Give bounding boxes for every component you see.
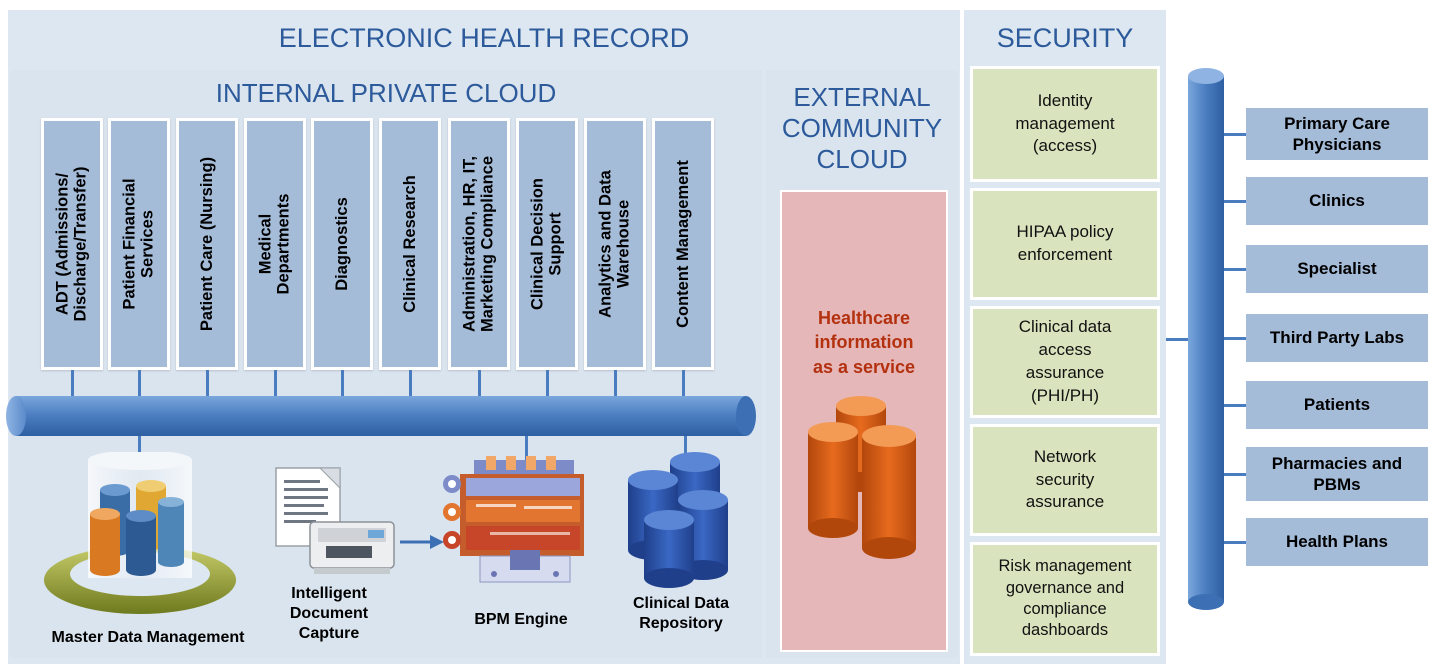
connector-tick [1224, 404, 1248, 407]
connector-tick [71, 370, 74, 400]
stakeholder-third-party-labs: Third Party Labs [1246, 314, 1428, 362]
connector-tick [1224, 133, 1248, 136]
master-data-management-icon [44, 452, 236, 614]
stakeholder-pharmacies: Pharmacies and PBMs [1246, 447, 1428, 501]
connector-tick [1224, 541, 1248, 544]
column-clinical-research: Clinical Research [379, 118, 441, 370]
connector-tick [1224, 268, 1248, 271]
stakeholder-health-plans: Health Plans [1246, 518, 1428, 566]
connector-tick [1224, 473, 1248, 476]
connector-tick [138, 370, 141, 400]
stakeholder-patients: Patients [1246, 381, 1428, 429]
connector-tick [546, 370, 549, 400]
connector-tick [478, 370, 481, 400]
connector-tick [409, 370, 412, 400]
healthcare-info-label: Healthcare information as a service [812, 308, 916, 377]
security-title: SECURITY [996, 23, 1134, 53]
column-label: Medical Departments [256, 193, 293, 295]
column-administration: Administration, HR, IT, Marketing Compli… [448, 118, 510, 370]
security-item-identity: Identity management (access) [970, 66, 1160, 182]
document-capture-icon [275, 467, 395, 574]
security-item-hipaa: HIPAA policy enforcement [970, 188, 1160, 300]
column-patient-financial-services: Patient Financial Services [108, 118, 170, 370]
healthcare-data-icon [808, 396, 916, 559]
connector-tick [138, 436, 141, 458]
column-label: Clinical Decision Support [528, 177, 565, 311]
internal-cloud-title: INTERNAL PRIVATE CLOUD [215, 78, 557, 108]
security-item-risk: Risk management governance and complianc… [970, 542, 1160, 656]
column-clinical-decision-support: Clinical Decision Support [516, 118, 578, 370]
master-data-management-label: Master Data Management [51, 629, 245, 646]
stakeholder-specialist: Specialist [1246, 245, 1428, 293]
connector-tick [206, 370, 209, 400]
column-label: Administration, HR, IT, Marketing Compli… [460, 155, 497, 333]
security-item-network: Network security assurance [970, 424, 1160, 536]
column-label: ADT (Admissions/ Discharge/Transfer) [53, 166, 90, 322]
clinical-data-repository-label: Clinical Data Repository [632, 595, 730, 632]
column-patient-care: Patient Care (Nursing) [176, 118, 238, 370]
column-label: Patient Financial Services [120, 178, 157, 310]
arrow-icon [400, 535, 444, 549]
column-analytics: Analytics and Data Warehouse [584, 118, 646, 370]
bpm-engine-label: BPM Engine [474, 611, 568, 628]
column-adt: ADT (Admissions/ Discharge/Transfer) [41, 118, 103, 370]
security-item-clinical-data-access: Clinical data access assurance (PHI/PH) [970, 306, 1160, 418]
column-label: Patient Care (Nursing) [197, 156, 216, 332]
bpm-engine-icon [443, 456, 584, 583]
column-medical-departments: Medical Departments [244, 118, 306, 370]
integration-bus [6, 396, 756, 436]
document-capture-label: Intelligent Document Capture [289, 585, 369, 642]
stakeholder-clinics: Clinics [1246, 177, 1428, 225]
connector-tick [341, 370, 344, 400]
connector-tick [684, 436, 687, 456]
external-cloud-title: EXTERNAL COMMUNITY CLOUD [781, 82, 943, 175]
connector-tick [1166, 338, 1190, 341]
connector-tick [1224, 200, 1248, 203]
column-content-management: Content Management [652, 118, 714, 370]
ehr-title: ELECTRONIC HEALTH RECORD [278, 23, 690, 53]
stakeholder-primary-care: Primary Care Physicians [1246, 108, 1428, 160]
connector-tick [1224, 337, 1248, 340]
clinical-data-repository-icon [628, 452, 728, 588]
column-label: Analytics and Data Warehouse [596, 170, 633, 318]
connector-tick [525, 436, 528, 462]
connector-tick [274, 370, 277, 400]
column-label: Clinical Research [400, 175, 419, 313]
column-diagnostics: Diagnostics [311, 118, 373, 370]
connector-tick [682, 370, 685, 400]
stakeholder-bus [1188, 68, 1224, 610]
connector-tick [614, 370, 617, 400]
column-label: Content Management [673, 160, 692, 328]
column-label: Diagnostics [332, 197, 351, 291]
